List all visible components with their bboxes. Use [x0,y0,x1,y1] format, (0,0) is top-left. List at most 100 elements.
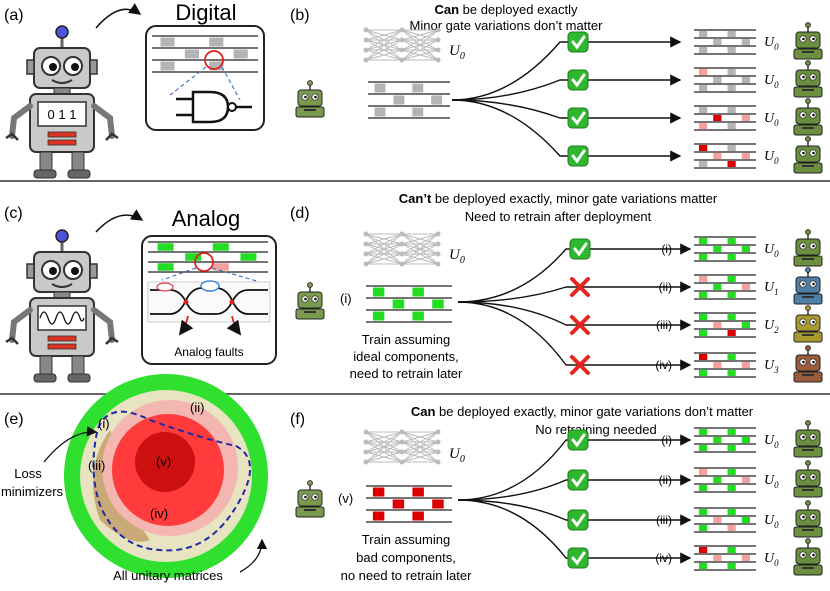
d-source-robot [295,282,325,320]
loss-label-1: Loss [14,466,42,481]
d-u-target: U0 [764,242,779,259]
f-u0-target: U0 [764,433,779,450]
d-row-index: (ii) [659,280,672,294]
d-target-robot [793,305,823,343]
b-target-circuit [694,67,756,93]
f-check-icon [567,547,589,569]
d-caption-1: Train assuming [362,332,450,347]
b-target-robot [793,98,823,136]
d-target-circuit [694,274,756,300]
f-caption-2: bad components, [356,550,456,565]
d-row-index: (iv) [655,358,672,372]
d-u-target: U2 [764,318,779,335]
f-check-icon [567,509,589,531]
f-target-robot [793,460,823,498]
b-u0-target: U0 [764,35,779,52]
analog-robot [6,230,118,382]
b-neural-net-icon [363,27,441,63]
f-caption-1: Train assuming [362,532,450,547]
digital-robot: 0 1 1 [6,26,118,178]
b-u0-target: U0 [764,149,779,166]
sine-wave-icon [39,311,85,325]
b-u0-label: U0 [449,43,465,62]
d-cross-icon [570,277,590,297]
region-label-i: (i) [98,416,110,431]
panel-label-f: (f) [290,411,305,428]
loss-minimizer-contour [92,410,252,552]
d-line1: Can’t be deployed exactly, minor gate va… [399,191,718,206]
b-u0-target: U0 [764,73,779,90]
f-target-circuit [694,545,756,571]
d-source-gates [366,285,452,323]
digital-circuit [152,35,258,73]
f-source-gates [366,485,452,523]
b-line1: Can be deployed exactly [434,2,578,17]
f-u0-label: U0 [449,446,465,465]
f-branch-arrow [457,499,692,564]
b-target-circuit [694,105,756,131]
all-unitary-label: All unitary matrices [113,568,223,583]
d-check-icon [569,238,591,260]
b-check-icon [567,145,589,167]
d-source-circuit [366,285,452,323]
d-caption-3: need to retrain later [350,366,463,381]
d-u0-label: U0 [449,247,465,266]
region-label-iii: (iii) [88,458,105,473]
panel-b: Can be deployed exactly Minor gate varia… [295,2,823,174]
d-branches: (i) U0 (ii) U1 (iii) U2 (iv) U3 [295,229,823,383]
d-row-index: (i) [661,242,672,256]
f-branch-arrow [457,434,692,501]
digital-title: Digital [175,0,236,25]
panel-label-c: (c) [4,205,23,222]
b-target-circuit [694,143,756,169]
f-source-circuit [366,485,452,523]
robot-screen: 0 1 1 [48,107,77,122]
b-branch-arrow [451,99,682,124]
f-row-index: (ii) [659,473,672,487]
loss-label-2: minimizers [1,484,64,499]
b-branch-arrow [451,36,682,101]
analog-faults-label: Analog faults [174,345,243,359]
analog-circuit [148,241,268,273]
f-caption-3: no need to retrain later [341,568,472,583]
b-branch-arrow [451,74,682,101]
digital-mini-circuit [152,35,258,73]
f-source-robot [295,480,325,518]
analog-title: Analog [172,206,241,231]
region-v [135,432,195,492]
panel-label-e: (e) [4,411,24,428]
d-neural-net-icon [363,231,441,267]
arrow-to-digital [95,3,142,29]
b-check-icon [567,31,589,53]
f-target-circuit [694,507,756,533]
region-label-v: (v) [156,454,171,469]
mzi-icon [147,280,271,336]
d-u-target: U3 [764,358,779,375]
b-source-circuit [368,81,450,119]
panel-e: (i) (ii) (iii) (iv) (v) Loss minimizers … [1,374,268,583]
f-check-icon [567,429,589,451]
region-label-ii: (ii) [190,400,204,415]
f-u0-target: U0 [764,513,779,530]
panel-d: Can’t be deployed exactly, minor gate va… [295,191,823,383]
d-row-index: (iii) [656,318,672,332]
f-check-icon [567,469,589,491]
d-branch-arrow [457,301,692,371]
b-source-robot [295,80,325,118]
arrow-to-analog [95,209,144,233]
d-target-circuit [694,352,756,378]
f-target-robot [793,420,823,458]
b-source-gates [368,81,450,119]
f-row-index: (iv) [655,551,672,565]
analog-mini-circuit [148,241,268,273]
b-target-robot [793,22,823,60]
f-u0-target: U0 [764,473,779,490]
panel-f: Can be deployed exactly, minor gate vari… [295,404,823,583]
d-target-circuit [694,236,756,262]
d-cross-icon [570,355,590,375]
b-u0-target: U0 [764,111,779,128]
d-u-target: U1 [764,280,779,297]
f-branches: (i)U0(ii)U0(iii)U0(iv)U0 [295,420,823,576]
f-neural-net-icon [363,429,441,465]
